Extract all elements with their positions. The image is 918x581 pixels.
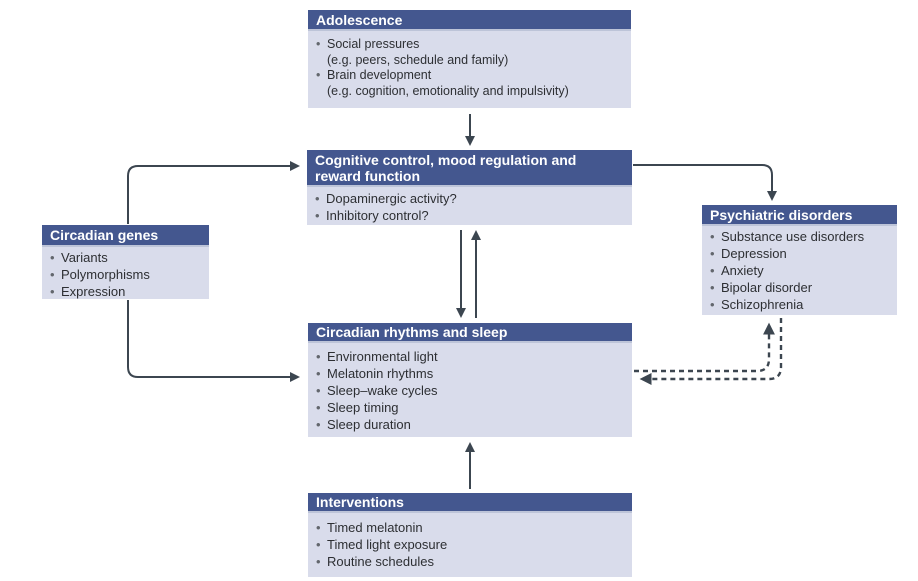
item-text: Substance use disorders <box>721 229 865 244</box>
list-item: • Schizophrenia <box>710 296 889 313</box>
list-item: • Timed melatonin <box>316 519 624 536</box>
dashed-arrow-psychiatric-to-rhythms <box>639 318 783 385</box>
box-circadian-rhythms-sleep-header: Circadian rhythms and sleep <box>308 323 632 343</box>
bullet-dot: • <box>316 520 321 535</box>
box-interventions-body: • Timed melatonin • Timed light exposure… <box>308 513 632 577</box>
bullet-dot: • <box>710 263 715 278</box>
item-text: Sleep duration <box>327 417 411 432</box>
list-item: • Timed light exposure <box>316 536 624 553</box>
bullet-dot: • <box>50 267 55 282</box>
bullet-dot: • <box>316 417 321 432</box>
bullet-dot: • <box>710 246 715 261</box>
box-psychiatric-disorders-body: • Substance use disorders • Depression •… <box>702 226 897 315</box>
box-circadian-genes: Circadian genes • Variants • Polymorphis… <box>42 225 209 299</box>
list-item: • Sleep–wake cycles <box>316 382 624 399</box>
box-adolescence: Adolescence • Social pressures (e.g. pee… <box>308 10 631 108</box>
list-item: • Social pressures (e.g. peers, schedule… <box>316 37 623 68</box>
box-circadian-rhythms-sleep-body: • Environmental light • Melatonin rhythm… <box>308 343 632 437</box>
bullet-dot: • <box>315 191 320 206</box>
box-cognitive-control-header: Cognitive control, mood regulation and r… <box>307 150 632 187</box>
bullet-dot: • <box>316 554 321 569</box>
box-cognitive-control-body: • Dopaminergic activity? • Inhibitory co… <box>307 187 632 225</box>
list-item: • Anxiety <box>710 262 889 279</box>
item-text: Timed light exposure <box>327 537 448 552</box>
bullet-dot: • <box>316 349 321 364</box>
list-item: • Sleep duration <box>316 416 624 433</box>
item-text: Melatonin rhythms <box>327 366 434 381</box>
bullet-dot: • <box>316 537 321 552</box>
item-text: Inhibitory control? <box>326 208 429 223</box>
item-text: Polymorphisms <box>61 267 150 282</box>
bullet-dot: • <box>710 229 715 244</box>
bullet-dot: • <box>710 280 715 295</box>
item-text: Routine schedules <box>327 554 434 569</box>
item-text: Dopaminergic activity? <box>326 191 457 206</box>
list-item: • Environmental light <box>316 348 624 365</box>
arrow-cognitive-to-psychiatric <box>633 164 777 201</box>
box-circadian-genes-body: • Variants • Polymorphisms • Expression <box>42 247 209 299</box>
item-subtext: (e.g. peers, schedule and family) <box>327 52 509 67</box>
arrow-genes-to-rhythms <box>127 300 300 382</box>
list-item: • Polymorphisms <box>50 266 201 283</box>
bullet-dot: • <box>316 383 321 398</box>
bullet-dot: • <box>50 284 55 299</box>
item-text: Sleep timing <box>327 400 399 415</box>
list-item: • Brain development (e.g. cognition, emo… <box>316 68 623 99</box>
item-text: Depression <box>721 246 787 261</box>
box-circadian-rhythms-sleep: Circadian rhythms and sleep • Environmen… <box>308 323 632 437</box>
item-text: Schizophrenia <box>721 297 804 312</box>
list-item: • Dopaminergic activity? <box>315 190 624 207</box>
dashed-arrow-rhythms-to-psychiatric <box>634 322 775 373</box>
box-psychiatric-disorders: Psychiatric disorders • Substance use di… <box>702 205 897 315</box>
list-item: • Variants <box>50 249 201 266</box>
list-item: • Substance use disorders <box>710 228 889 245</box>
box-cognitive-control: Cognitive control, mood regulation and r… <box>307 150 632 225</box>
item-text: Sleep–wake cycles <box>327 383 438 398</box>
list-item: • Depression <box>710 245 889 262</box>
box-interventions-header: Interventions <box>308 493 632 513</box>
bullet-dot: • <box>316 68 321 82</box>
bullet-dot: • <box>50 250 55 265</box>
list-item: • Melatonin rhythms <box>316 365 624 382</box>
bullet-dot: • <box>710 297 715 312</box>
bullet-dot: • <box>315 208 320 223</box>
list-item: • Expression <box>50 283 201 300</box>
bullet-dot: • <box>316 366 321 381</box>
box-psychiatric-disorders-header: Psychiatric disorders <box>702 205 897 226</box>
box-circadian-genes-header: Circadian genes <box>42 225 209 247</box>
item-text: Social pressures <box>327 37 420 51</box>
item-text: Brain development <box>327 68 432 82</box>
box-adolescence-header: Adolescence <box>308 10 631 31</box>
list-item: • Bipolar disorder <box>710 279 889 296</box>
box-adolescence-body: • Social pressures (e.g. peers, schedule… <box>308 31 631 108</box>
item-text: Timed melatonin <box>327 520 423 535</box>
item-text: Environmental light <box>327 349 438 364</box>
list-item: • Sleep timing <box>316 399 624 416</box>
item-subtext: (e.g. cognition, emotionality and impuls… <box>327 83 569 98</box>
bullet-dot: • <box>316 400 321 415</box>
bullet-dot: • <box>316 37 321 51</box>
item-text: Variants <box>61 250 108 265</box>
list-item: • Inhibitory control? <box>315 207 624 224</box>
item-text: Bipolar disorder <box>721 280 813 295</box>
arrow-genes-to-cognitive <box>127 161 300 224</box>
item-text: Anxiety <box>721 263 764 278</box>
list-item: • Routine schedules <box>316 553 624 570</box>
item-text: Expression <box>61 284 126 299</box>
box-interventions: Interventions • Timed melatonin • Timed … <box>308 493 632 577</box>
